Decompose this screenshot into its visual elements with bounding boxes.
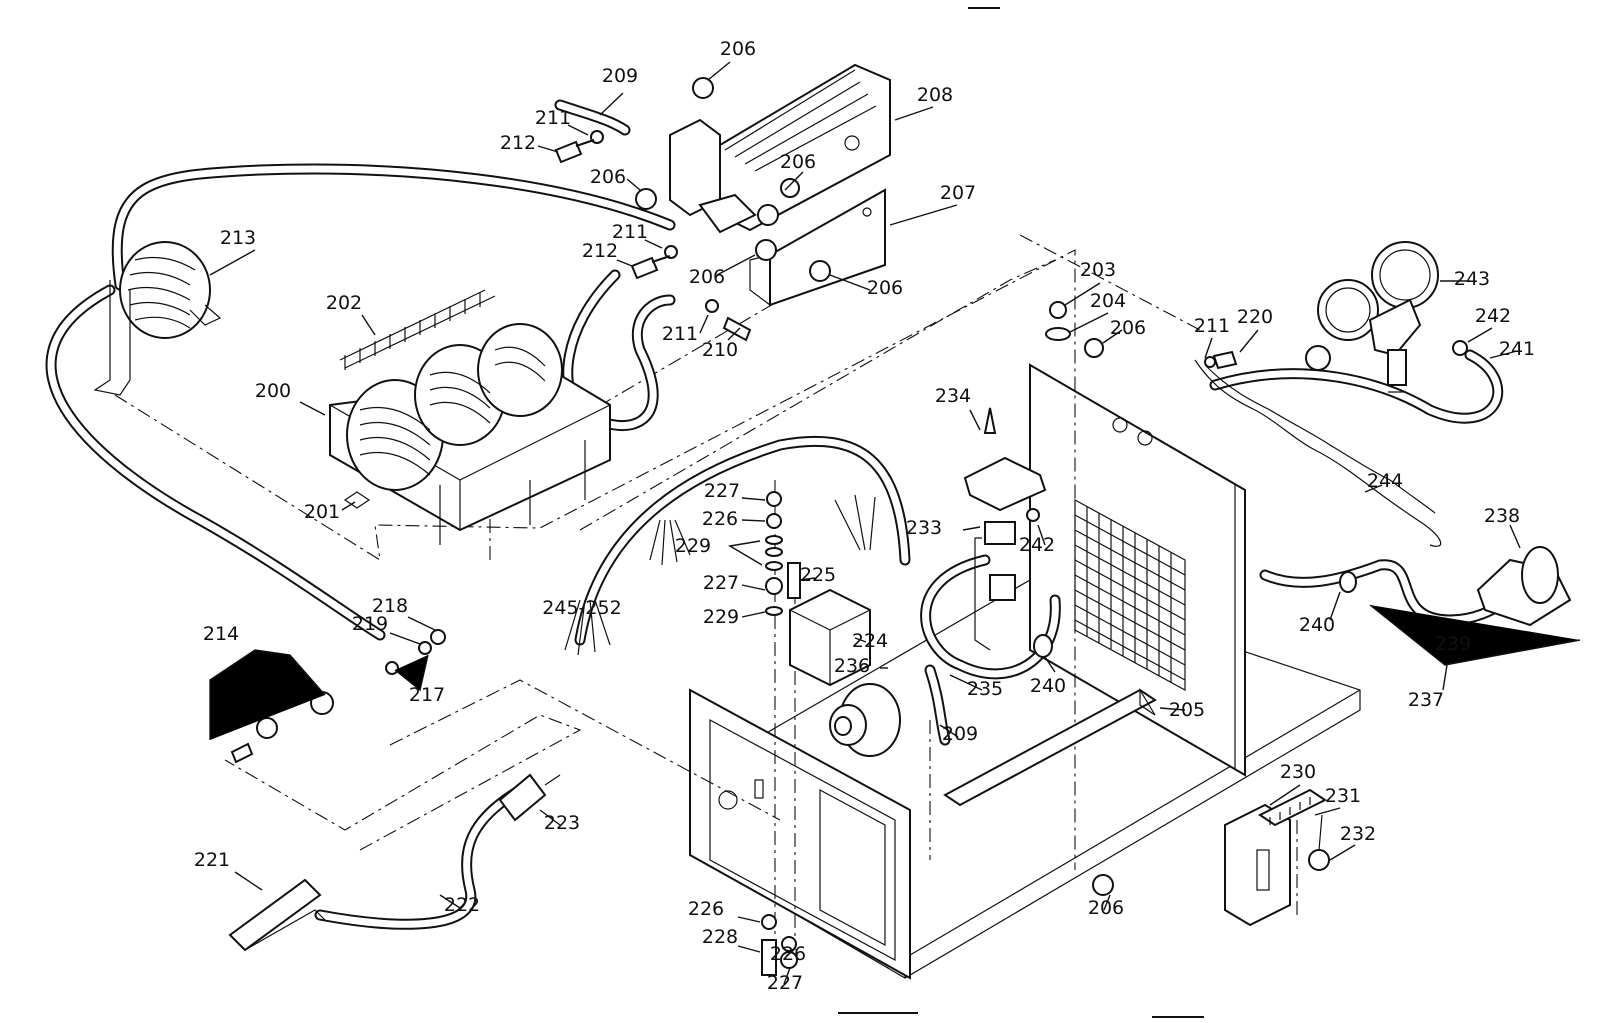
front-panel: [689, 688, 911, 980]
part-label-206: 206: [780, 151, 816, 173]
part-label-244: 244: [1367, 470, 1403, 492]
mains-plug: [1476, 546, 1572, 627]
part-label-242: 242: [1019, 534, 1055, 556]
contactor: [789, 588, 871, 687]
part-label-206: 206: [720, 38, 756, 60]
part-label-227: 227: [767, 972, 803, 994]
gas-regulator: [1305, 241, 1468, 393]
part-label-206: 206: [1088, 897, 1124, 919]
part-label-201: 201: [304, 501, 340, 523]
part-label-234: 234: [935, 385, 971, 407]
part-label-233: 233: [906, 517, 942, 539]
wire-bundle: [564, 494, 876, 656]
part-label-240: 240: [1299, 614, 1335, 636]
part-label-214: 214: [203, 623, 239, 645]
leader-lines: [209, 61, 1581, 985]
part-label-226: 226: [688, 898, 724, 920]
part-label-230: 230: [1280, 761, 1316, 783]
part-label-236: 236: [834, 655, 870, 677]
ground-clamp: [228, 878, 326, 952]
part-label-205: 205: [1169, 699, 1205, 721]
part-label-243: 243: [1454, 268, 1490, 290]
part-label-211: 211: [535, 107, 571, 129]
cable-gland: [1339, 571, 1357, 593]
part-label-202: 202: [326, 292, 362, 314]
part-label-245-252: 245-252: [542, 597, 621, 619]
part-label-209: 209: [602, 65, 638, 87]
part-label-237: 237: [1408, 689, 1444, 711]
part-label-229: 229: [703, 606, 739, 628]
part-label-232: 232: [1340, 823, 1376, 845]
part-label-226: 226: [770, 943, 806, 965]
part-label-231: 231: [1325, 785, 1361, 807]
rear-panel: [1029, 363, 1246, 777]
dinse-connector: [498, 773, 561, 822]
part-label-217: 217: [409, 684, 445, 706]
part-label-220: 220: [1237, 306, 1273, 328]
part-label-211: 211: [662, 323, 698, 345]
part-label-206: 206: [689, 266, 725, 288]
part-label-206: 206: [1110, 317, 1146, 339]
control-transformer: [1224, 788, 1327, 927]
part-label-212: 212: [500, 132, 536, 154]
part-label-242: 242: [1475, 305, 1511, 327]
part-label-204: 204: [1090, 290, 1126, 312]
part-label-206: 206: [590, 166, 626, 188]
part-label-223: 223: [544, 812, 580, 834]
part-label-206: 206: [867, 277, 903, 299]
part-label-227: 227: [703, 572, 739, 594]
main-transformer: [329, 289, 611, 545]
part-label-200: 200: [255, 380, 291, 402]
part-label-229: 229: [675, 535, 711, 557]
mounting-rail: [943, 687, 1157, 807]
part-label-228: 228: [702, 926, 738, 948]
part-label-208: 208: [917, 84, 953, 106]
part-label-219: 219: [352, 613, 388, 635]
cylinder-chain: [1194, 359, 1442, 547]
spacer-part-201: [343, 491, 371, 509]
part-label-235: 235: [967, 678, 1003, 700]
part-label-241: 241: [1499, 338, 1535, 360]
rectifier-heatsink: [669, 63, 891, 234]
part-label-212: 212: [582, 240, 618, 262]
part-label-210: 210: [702, 339, 738, 361]
gas-solenoid-valve: [963, 456, 1047, 651]
part-label-225: 225: [800, 564, 836, 586]
part-label-238: 238: [1484, 505, 1520, 527]
part-label-209: 209: [942, 723, 978, 745]
choke-coil: [93, 241, 222, 396]
torch-socket: [829, 683, 901, 757]
cable-gland: [1033, 634, 1053, 658]
part-label-227: 227: [704, 480, 740, 502]
part-label-221: 221: [194, 849, 230, 871]
part-label-203: 203: [1080, 259, 1116, 281]
part-label-226: 226: [702, 508, 738, 530]
part-label-239: 239: [1435, 633, 1471, 655]
part-label-207: 207: [940, 182, 976, 204]
cables: [45, 99, 1516, 930]
part-label-211: 211: [1194, 315, 1230, 337]
part-label-213: 213: [220, 227, 256, 249]
part-label-218: 218: [372, 595, 408, 617]
part-label-211: 211: [612, 221, 648, 243]
part-label-222: 222: [444, 894, 480, 916]
part-label-224: 224: [852, 630, 888, 652]
part-label-240: 240: [1030, 675, 1066, 697]
